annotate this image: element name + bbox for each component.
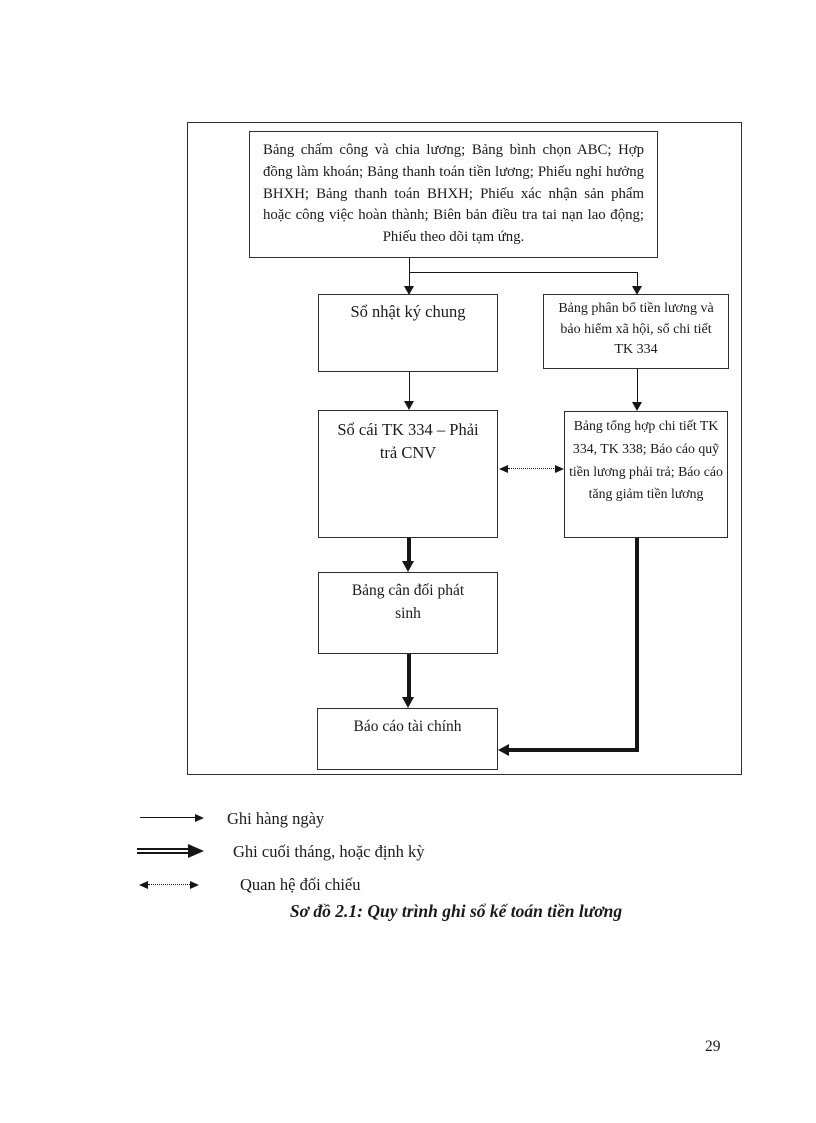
node-trial-balance: Bảng cân đối phát sinh: [318, 572, 498, 654]
figure-caption: Sơ đồ 2.1: Quy trình ghi sổ kế toán tiền…: [289, 901, 623, 921]
legend-thin-arrow-line: [140, 817, 196, 819]
arrow-left-icon: [499, 464, 508, 473]
thick-connector-line: [407, 538, 411, 562]
node-salary-allocation-table: Bảng phân bổ tiền lương và bảo hiểm xã h…: [543, 294, 729, 369]
connector-line: [637, 369, 639, 403]
connector-line: [637, 272, 639, 287]
legend-dotted-arrow-right-icon: [190, 880, 199, 889]
legend-thin-arrow-icon: [195, 813, 204, 822]
dotted-connector-line: [508, 468, 556, 469]
arrow-down-icon: [632, 286, 642, 295]
node-general-journal: Sổ nhật ký chung: [318, 294, 498, 372]
legend-label-daily: Ghi hàng ngày: [227, 809, 325, 828]
thick-connector-line: [407, 654, 411, 698]
legend-dotted-arrow-left-icon: [139, 880, 148, 889]
arrow-down-icon: [404, 286, 414, 295]
legend-label-monthly: Ghi cuối tháng, hoặc định kỳ: [233, 842, 425, 861]
arrow-down-icon: [632, 402, 642, 411]
arrow-down-icon: [404, 401, 414, 410]
legend-dotted-arrow-line: [148, 884, 190, 885]
thick-connector-line: [635, 538, 639, 752]
thick-connector-line: [509, 748, 639, 752]
legend-thick-arrow-icon: [188, 843, 204, 858]
arrow-left-icon: [498, 743, 509, 756]
legend-label-reconcile: Quan hệ đối chiếu: [240, 875, 361, 894]
node-detail-summary-reports: Bảng tổng hợp chi tiết TK 334, TK 338; B…: [564, 411, 728, 538]
connector-line: [409, 372, 411, 402]
arrow-right-icon: [555, 464, 564, 473]
page-number: 29: [705, 1038, 721, 1055]
node-financial-statements: Báo cáo tài chính: [317, 708, 498, 770]
node-source-documents: Bảng chấm công và chia lương; Bảng bình …: [249, 131, 658, 258]
arrow-down-icon: [402, 697, 414, 708]
arrow-down-icon: [402, 561, 414, 572]
legend-thick-arrow-line: [137, 848, 191, 854]
node-ledger-tk334: Sổ cái TK 334 – Phải trả CNV: [318, 410, 498, 538]
connector-line: [409, 272, 638, 274]
